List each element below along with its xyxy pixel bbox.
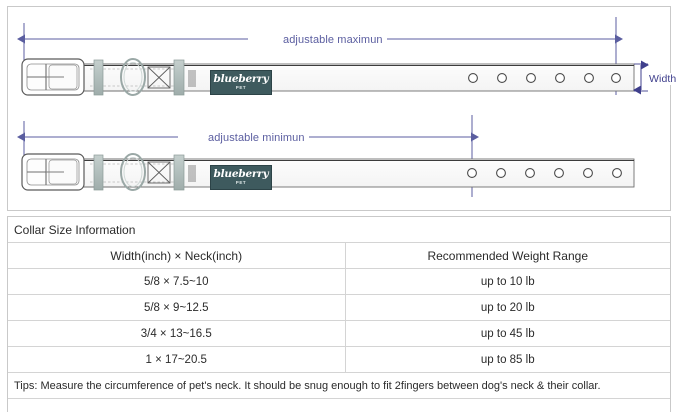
cell-size: 5/8 × 7.5~10: [8, 268, 346, 295]
adjustable-maximum-label: adjustable maximun: [279, 34, 387, 46]
brand-name: blueberry: [213, 73, 269, 86]
measurement-tips: Tips: Measure the circumference of pet's…: [8, 372, 670, 399]
cell-weight: up to 45 lb: [345, 320, 670, 347]
cell-weight: up to 10 lb: [345, 268, 670, 295]
table-title: Collar Size Information: [8, 217, 670, 243]
cell-weight: up to 20 lb: [345, 294, 670, 321]
table-row: 1 × 17~20.5 up to 85 lb: [8, 346, 670, 373]
table-row: 3/4 × 13~16.5 up to 45 lb: [8, 320, 670, 347]
column-header-weight: Recommended Weight Range: [345, 242, 670, 269]
brand-patch-top: blueberry PET: [210, 70, 272, 95]
collar-illustration: [17, 17, 649, 197]
table-title-row: Collar Size Information: [8, 217, 670, 243]
size-table-container: Collar Size Information Width(inch) × Ne…: [7, 216, 671, 412]
cell-size: 1 × 17~20.5: [8, 346, 346, 373]
cell-size: 3/4 × 13~16.5: [8, 320, 346, 347]
collar-diagram-panel: adjustable maximun adjustable minimun Wi…: [7, 6, 677, 211]
table-row: 5/8 × 9~12.5 up to 20 lb: [8, 294, 670, 321]
table-tips-row: Tips: Measure the circumference of pet's…: [8, 372, 670, 399]
column-header-size: Width(inch) × Neck(inch): [8, 242, 346, 269]
brand-patch-bottom: blueberry PET: [210, 165, 272, 190]
collar-size-table: Collar Size Information Width(inch) × Ne…: [8, 217, 670, 399]
adjustable-minimum-label: adjustable minimun: [204, 132, 309, 144]
cell-size: 5/8 × 9~12.5: [8, 294, 346, 321]
width-dimension-label: Width: [649, 73, 677, 85]
cell-weight: up to 85 lb: [345, 346, 670, 373]
table-row: 5/8 × 7.5~10 up to 10 lb: [8, 268, 670, 295]
table-header-row: Width(inch) × Neck(inch) Recommended Wei…: [8, 242, 670, 269]
brand-subtitle: PET: [235, 180, 247, 186]
brand-name: blueberry: [213, 168, 269, 181]
brand-subtitle: PET: [235, 85, 247, 91]
